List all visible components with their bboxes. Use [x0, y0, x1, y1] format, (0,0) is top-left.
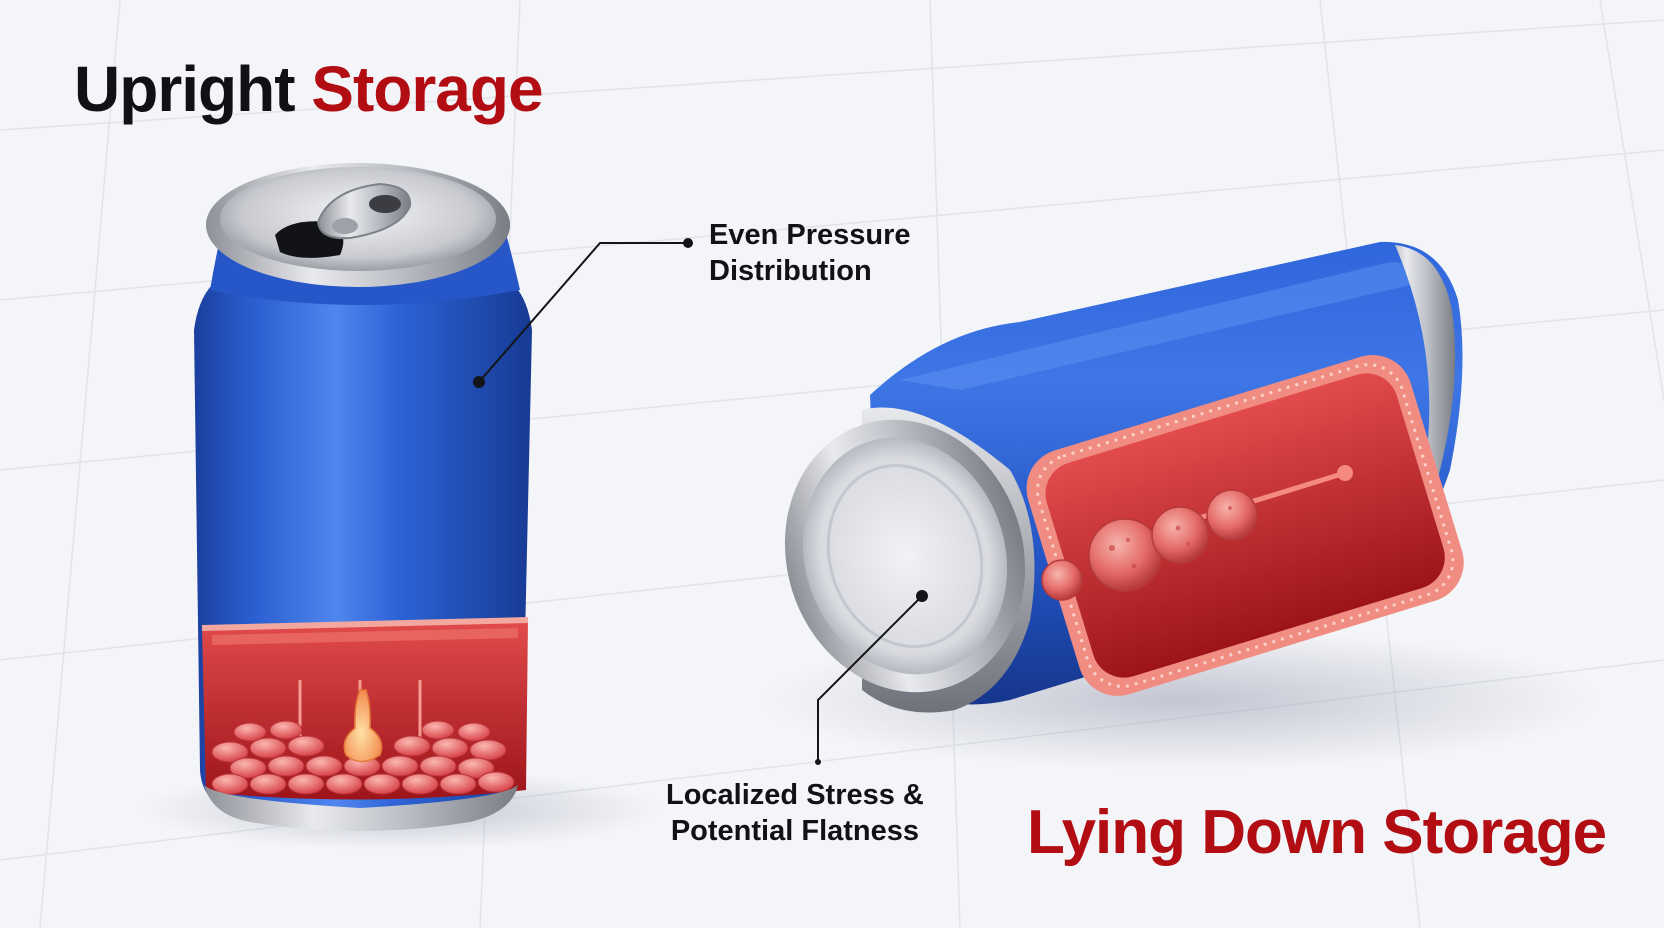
localized-stress-line2: Potential Flatness [670, 815, 920, 847]
upright-storage-title: Upright Storage [74, 52, 544, 126]
lying-can-top-highlight [900, 262, 1432, 390]
pull-tab-icon [316, 182, 412, 240]
lying-bubbles [1041, 489, 1258, 601]
upright-can [194, 163, 532, 831]
upright-cutaway-edge [201, 617, 529, 631]
lying-down-storage-title: Lying Down Storage [1027, 798, 1607, 867]
lying-cutaway [1026, 355, 1464, 696]
localized-stress-line1: Localized Stress & [666, 779, 924, 811]
lying-can [784, 241, 1464, 713]
lying-can-end-cap [1380, 245, 1456, 580]
localized-stress-callout: Localized Stress & Potential Flatness [666, 777, 924, 849]
upright-title-word1: Upright [74, 53, 295, 125]
even-pressure-callout: Even Pressure Distribution [709, 217, 911, 289]
leader-line-localized-stress [815, 590, 928, 765]
upright-can-bottom [204, 785, 518, 831]
upright-cells [211, 720, 515, 795]
upright-title-word2: Storage [311, 53, 543, 125]
leader-line-even-pressure [473, 238, 693, 388]
even-pressure-line2: Distribution [709, 255, 872, 287]
upright-pressure-drop [343, 689, 383, 763]
even-pressure-line1: Even Pressure [709, 219, 911, 251]
